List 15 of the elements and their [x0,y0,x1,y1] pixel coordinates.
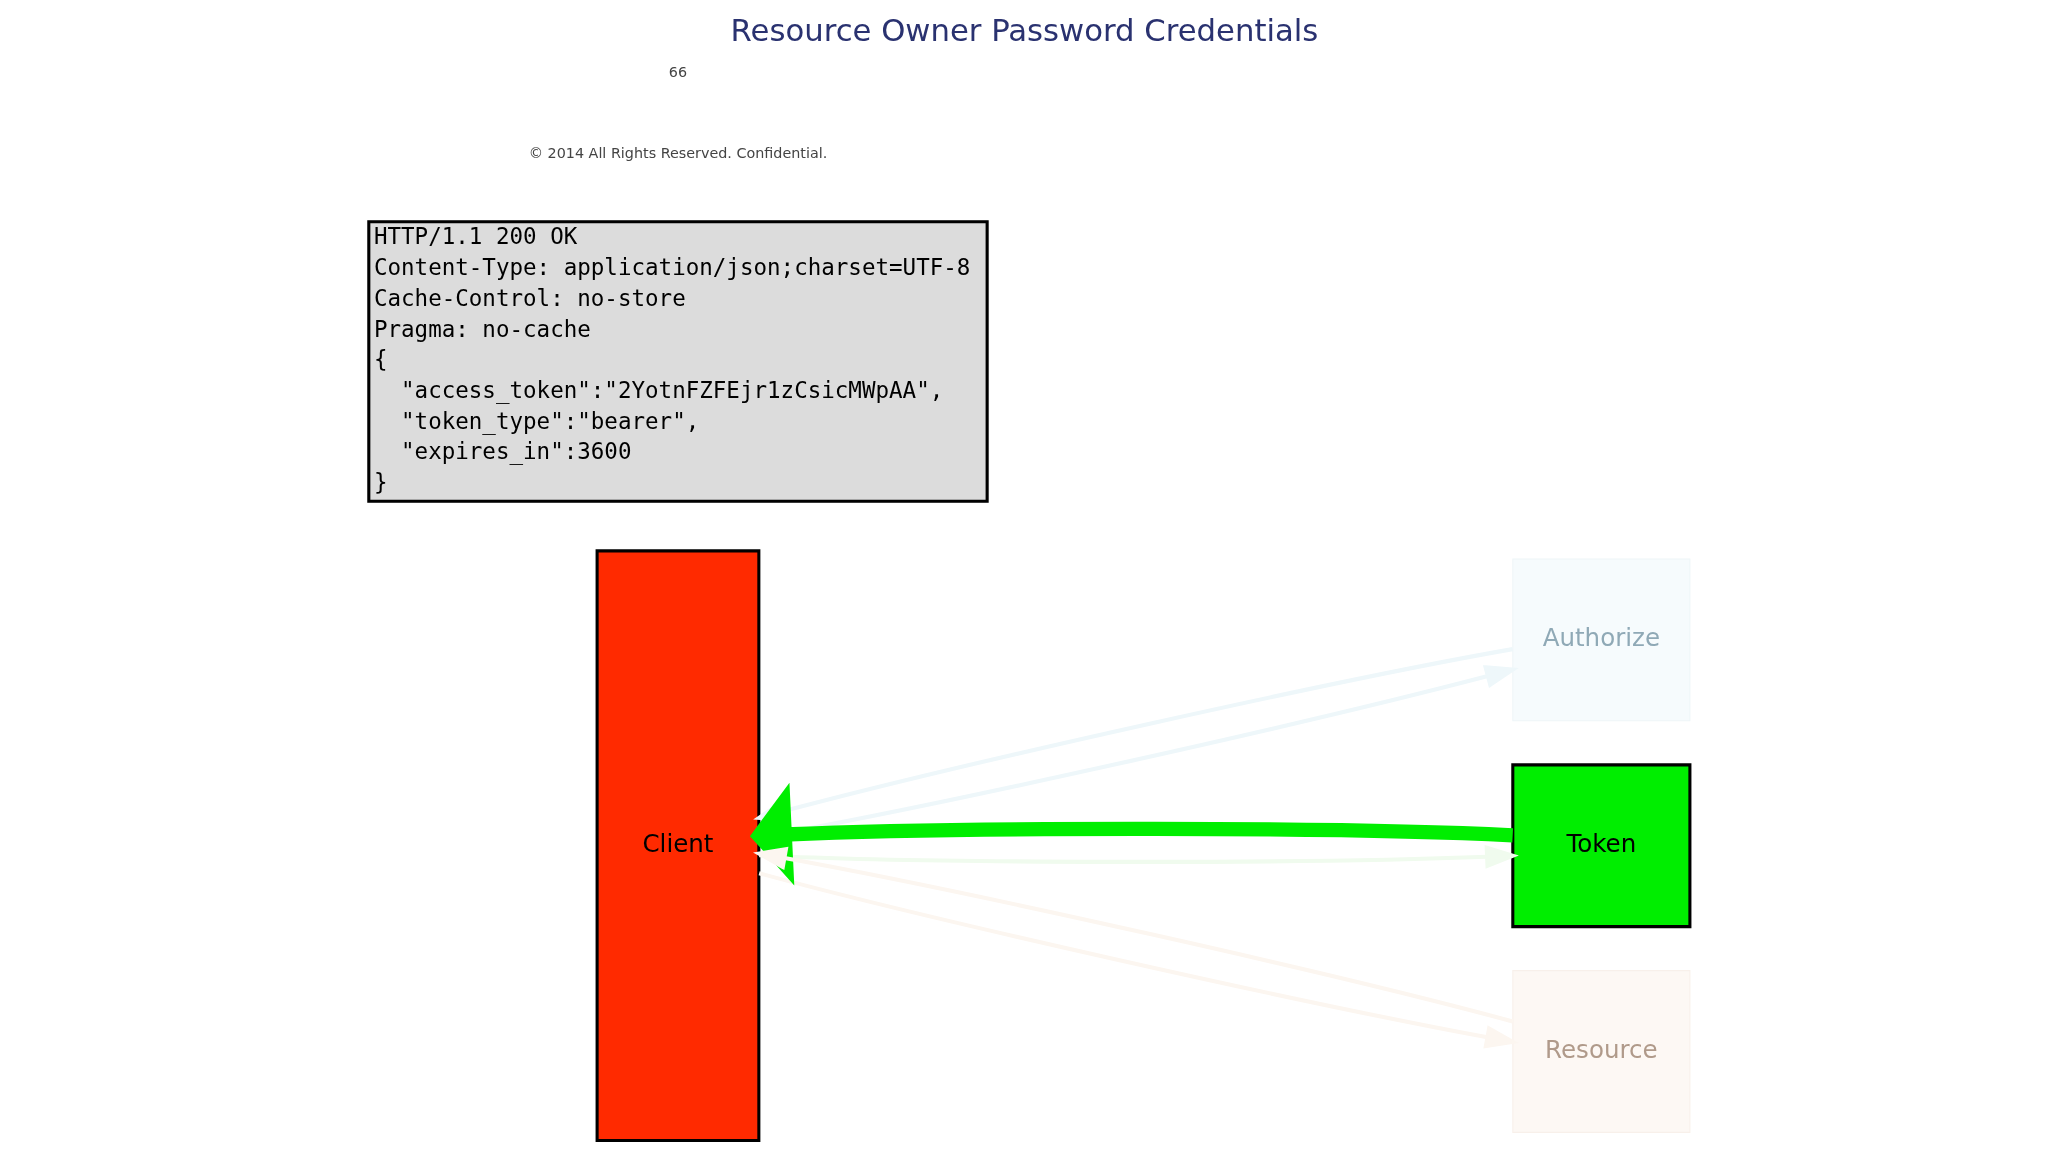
label: "access_token":"2YotnFZFEjr1zCsicMWpAA", [400,376,943,403]
label: "expires_in":3600 [400,438,631,465]
arrow [752,846,1513,1024]
label: Content-Type: application/json;charset=UTF-8 [373,254,970,281]
label: "token_type":"bearer", [400,407,699,434]
label: Pragma: no-cache [373,315,591,342]
label: Cache-Control: no-store [373,284,686,311]
node-box: Token [1510,763,1691,929]
label: { [373,346,387,373]
label: } [373,469,387,496]
label: © 2014 All Rights Reserved. Confidential. [528,144,827,161]
diagram-title: Resource Owner Password Credentials [730,12,1318,49]
label: 66 [668,63,687,80]
node-box: Client [595,549,760,1143]
label: HTTP/1.1 200 OK [373,223,577,250]
